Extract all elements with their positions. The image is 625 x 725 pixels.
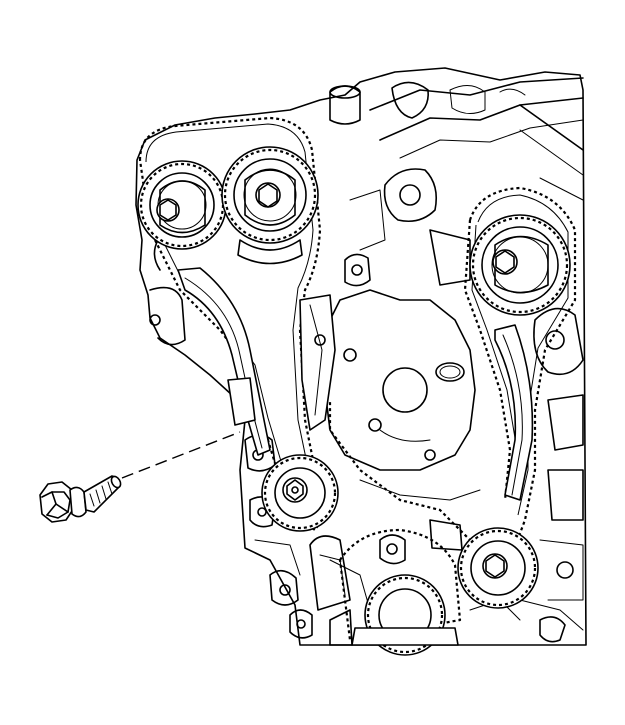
left-intake-cam-sprocket bbox=[221, 146, 319, 265]
crankshaft-sprocket bbox=[309, 528, 462, 656]
center-chain-guide bbox=[299, 294, 336, 431]
left-exhaust-cam-sprocket bbox=[137, 160, 227, 250]
idler-sprocket-right bbox=[457, 527, 539, 609]
idler-sprocket-left bbox=[261, 454, 339, 532]
installation-leader-line bbox=[121, 431, 241, 479]
right-cam-sprocket bbox=[469, 214, 571, 316]
guide-bolt-icon bbox=[39, 475, 122, 523]
left-chain-tensioner-shoe bbox=[177, 267, 271, 456]
right-chain-guide bbox=[494, 324, 534, 501]
